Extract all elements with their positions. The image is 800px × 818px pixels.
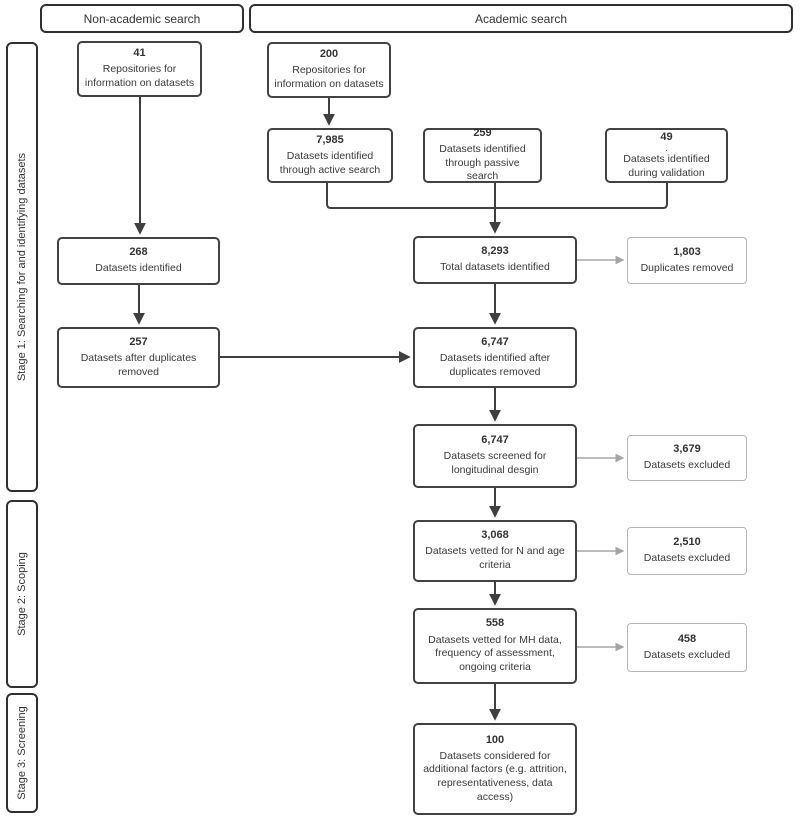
- stage-3-label: Stage 3: Screening: [16, 706, 29, 800]
- stage-3-band: Stage 3: Screening: [6, 693, 38, 813]
- node-validation: 49 . Datasets identified during validati…: [605, 128, 728, 183]
- node-vetted-n-age: 3,068 Datasets vetted for N and age crit…: [413, 520, 577, 582]
- node-label: Datasets identified during validation: [623, 152, 710, 179]
- node-count: 41: [133, 47, 146, 60]
- node-label: Datasets screened for longitudinal desgi…: [443, 450, 547, 477]
- node-note-dot: .: [665, 142, 668, 153]
- node-count: 200: [319, 48, 339, 61]
- node-label: Datasets identified through passive sear…: [439, 143, 526, 183]
- node-count: 100: [485, 733, 505, 746]
- node-label: Datasets excluded: [643, 648, 731, 661]
- node-after-duplicates-nonacademic: 257 Datasets after duplicates removed: [57, 327, 220, 388]
- node-label: Datasets identified after duplicates rem…: [439, 351, 551, 378]
- node-label: Datasets excluded: [643, 459, 731, 472]
- node-label: Datasets considered for additional facto…: [423, 749, 567, 803]
- node-count: 7,985: [316, 133, 344, 146]
- node-count: 6,747: [481, 434, 509, 447]
- node-label: Duplicates removed: [640, 261, 734, 274]
- node-duplicates-removed: 1,803 Duplicates removed: [627, 237, 747, 284]
- node-repositories-academic: 200 Repositories for information on data…: [267, 42, 391, 98]
- node-repositories-nonacademic: 41 Repositories for information on datas…: [77, 41, 202, 97]
- node-excluded-screening: 3,679 Datasets excluded: [627, 435, 747, 481]
- node-count: 3,068: [481, 529, 509, 542]
- stage-1-band: Stage 1: Searching for and identifying d…: [6, 42, 38, 492]
- header-academic-search: Academic search: [249, 4, 793, 33]
- node-count: 558: [485, 617, 505, 630]
- node-count: 257: [129, 335, 148, 348]
- node-count: 2,510: [673, 536, 701, 549]
- node-count: 259: [473, 126, 492, 139]
- node-count: 268: [129, 246, 148, 259]
- node-label: Datasets vetted for N and age criteria: [425, 545, 565, 572]
- node-label: Datasets identified: [95, 262, 182, 275]
- node-total-identified: 8,293 Total datasets identified: [413, 236, 577, 284]
- node-label: Repositories for information on datasets: [84, 63, 195, 90]
- node-label: Datasets vetted for MH data, frequency o…: [428, 633, 562, 673]
- node-count: 458: [677, 632, 697, 645]
- node-excluded-n-age: 2,510 Datasets excluded: [627, 527, 747, 575]
- node-datasets-identified: 268 Datasets identified: [57, 237, 220, 285]
- node-count: 1,803: [673, 245, 701, 258]
- header-non-academic-label: Non-academic search: [83, 11, 201, 26]
- node-label: Repositories for information on datasets: [274, 64, 384, 91]
- node-after-duplicates-academic: 6,747 Datasets identified after duplicat…: [413, 327, 577, 388]
- node-label: Total datasets identified: [440, 261, 550, 274]
- node-count: 6,747: [481, 335, 509, 348]
- node-passive-search: 259 Datasets identified through passive …: [423, 126, 542, 183]
- node-count: 8,293: [481, 245, 509, 258]
- node-screened-longitudinal: 6,747 Datasets screened for longitudinal…: [413, 424, 577, 488]
- node-count: 3,679: [673, 443, 701, 456]
- node-excluded-mh: 458 Datasets excluded: [627, 623, 747, 672]
- stage-1-label: Stage 1: Searching for and identifying d…: [16, 152, 29, 382]
- node-label: Datasets after duplicates removed: [80, 351, 197, 378]
- stage-2-band: Stage 2: Scoping: [6, 500, 38, 688]
- node-count: 49: [660, 130, 673, 143]
- header-academic-label: Academic search: [474, 11, 568, 26]
- node-active-search: 7,985 Datasets identified through active…: [267, 128, 393, 183]
- stage-2-label: Stage 2: Scoping: [16, 552, 29, 636]
- node-vetted-mh: 558 Datasets vetted for MH data, frequen…: [413, 608, 577, 684]
- node-label: Datasets excluded: [643, 552, 731, 565]
- node-considered-additional: 100 Datasets considered for additional f…: [413, 723, 577, 815]
- header-non-academic-search: Non-academic search: [40, 4, 244, 33]
- node-label: Datasets identified through active searc…: [279, 149, 381, 176]
- connector-merge-bar: [326, 183, 668, 209]
